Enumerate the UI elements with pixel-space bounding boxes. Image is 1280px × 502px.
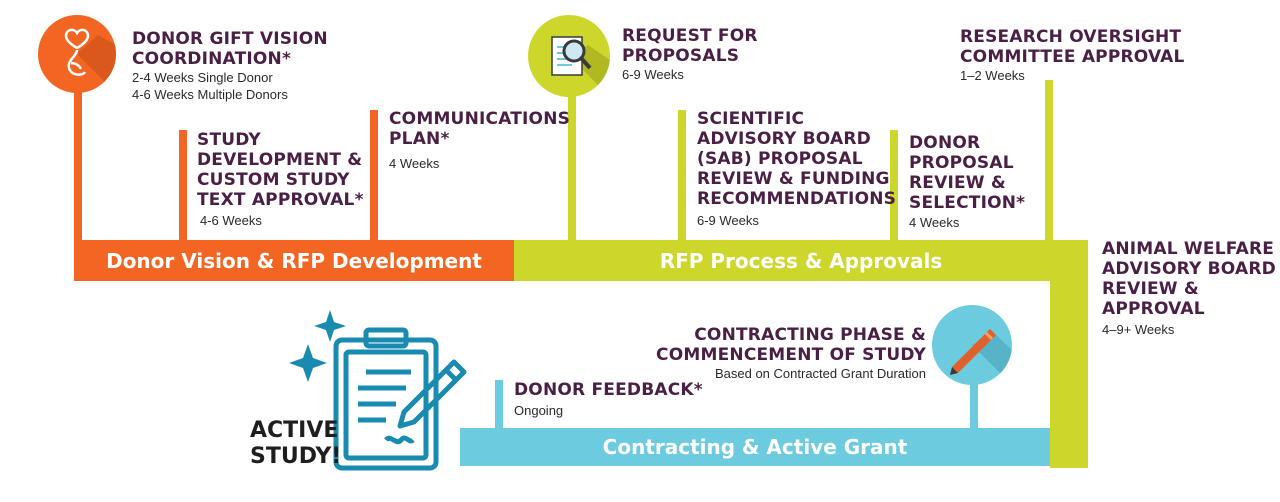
donor-gift-sub: 2-4 Weeks Single Donor 4-6 Weeks Multipl…: [132, 70, 288, 102]
connector-research-oversight: [1045, 80, 1053, 240]
clipboard-pencil-icon: [289, 310, 467, 471]
animal-welfare-sub: 4–9+ Weeks: [1102, 322, 1175, 337]
active-study-label: ACTIVE STUDY!: [250, 418, 342, 469]
connector-rfp: [568, 90, 576, 240]
contracting-sub: Based on Contracted Grant Duration: [714, 366, 926, 381]
sab-sub: 6-9 Weeks: [697, 213, 759, 228]
contracting-circle: [932, 305, 1012, 385]
connector-donor-review: [890, 130, 898, 240]
band-contracting: Contracting & Active Grant: [460, 428, 1050, 466]
heart-hand-icon: [64, 28, 116, 93]
band-rfp-process: RFP Process & Approvals: [514, 240, 1088, 281]
donor-review-sub: 4 Weeks: [909, 215, 960, 230]
animal-welfare-title: ANIMAL WELFARE ADVISORY BOARD REVIEW & A…: [1102, 239, 1276, 319]
connector-study-dev: [179, 130, 187, 240]
connector-comm-plan: [370, 110, 378, 240]
pen-icon: [950, 329, 1012, 385]
research-oversight-title: RESEARCH OVERSIGHT COMMITTEE APPROVAL: [960, 27, 1185, 67]
donor-gift-title: DONOR GIFT VISION COORDINATION*: [132, 29, 328, 69]
sab-title: SCIENTIFIC ADVISORY BOARD (SAB) PROPOSAL…: [697, 109, 897, 209]
contracting-title: CONTRACTING PHASE & COMMENCEMENT OF STUD…: [656, 325, 926, 365]
connector-donor-gift: [74, 80, 82, 240]
connector-contracting: [970, 380, 978, 430]
study-dev-sub: 4-6 Weeks: [200, 213, 262, 228]
donor-review-title: DONOR PROPOSAL REVIEW & SELECTION*: [909, 133, 1026, 213]
connector-sab: [678, 110, 686, 240]
rfp-title: REQUEST FOR PROPOSALS: [622, 26, 758, 66]
study-dev-title: STUDY DEVELOPMENT & CUSTOM STUDY TEXT AP…: [197, 130, 364, 210]
band-donor-vision: Donor Vision & RFP Development: [74, 240, 514, 281]
donor-gift-circle: [38, 15, 116, 93]
donor-feedback-sub: Ongoing: [514, 403, 564, 418]
rfp-sub: 6-9 Weeks: [622, 67, 684, 82]
donor-feedback-title: DONOR FEEDBACK*: [514, 380, 703, 400]
rfp-circle: [528, 15, 610, 97]
research-oversight-sub: 1–2 Weeks: [960, 68, 1025, 83]
connector-donor-feedback: [495, 380, 503, 430]
comm-plan-title: COMMUNICATIONS PLAN*: [389, 109, 571, 149]
sparkle-icon: [289, 310, 346, 382]
comm-plan-sub: 4 Weeks: [389, 156, 440, 171]
magnifier-clipboard-icon: [551, 36, 610, 97]
